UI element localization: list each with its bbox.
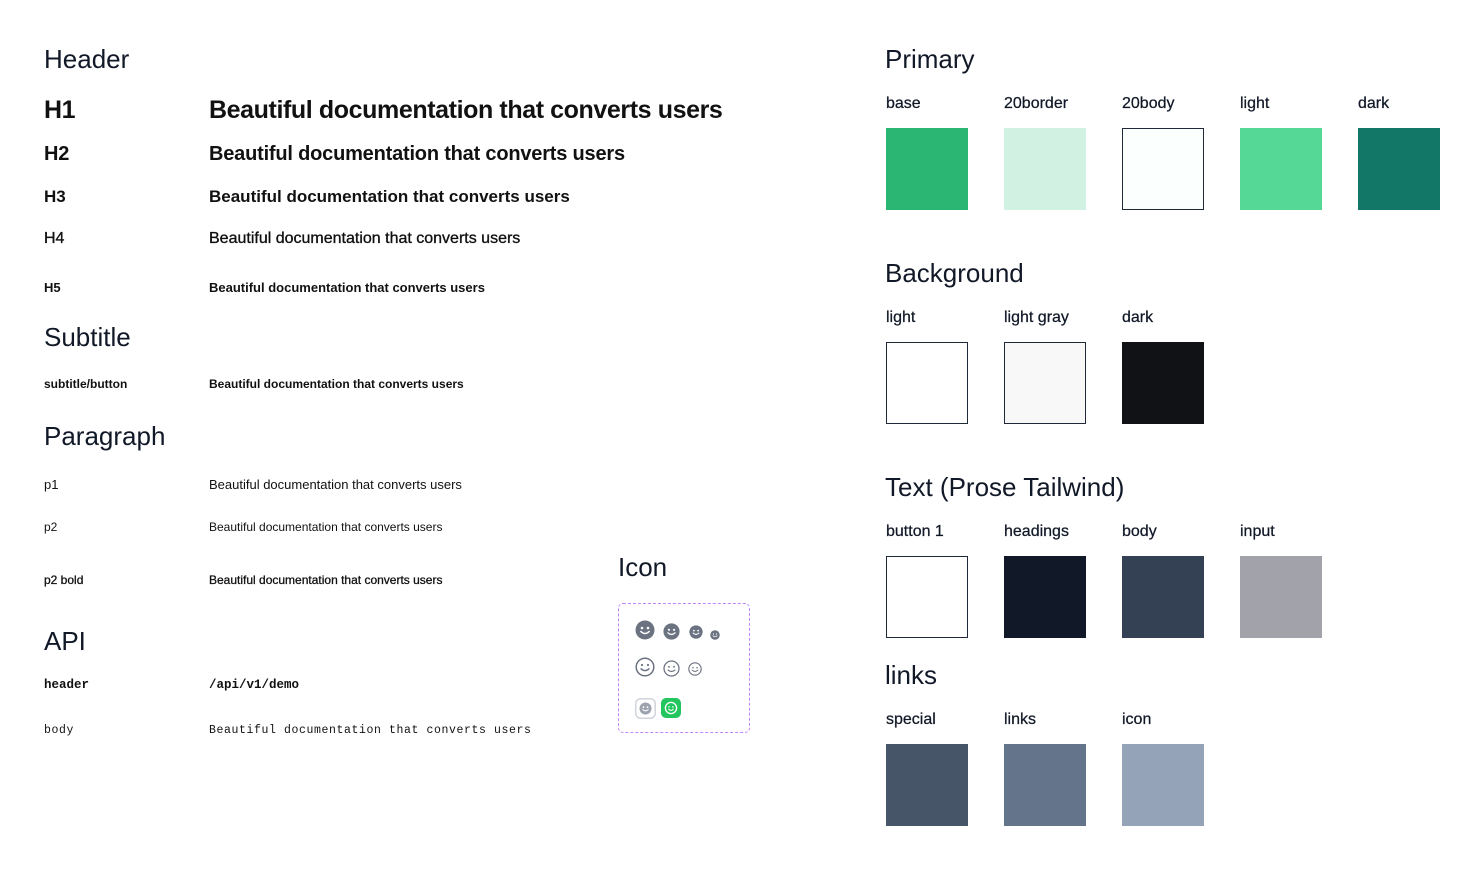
p2-label: p2 [44, 520, 58, 534]
h3-sample: Beautiful documentation that converts us… [209, 187, 570, 206]
subtitle-button-label: subtitle/button [44, 377, 128, 391]
smile-badge-green-icon [661, 698, 681, 718]
text-body-swatch [1122, 556, 1204, 638]
primary-20border-label: 20border [1004, 95, 1069, 112]
header-section-title: Header [44, 44, 130, 74]
links-special-label: special [886, 711, 936, 728]
text-button1-label: button 1 [886, 523, 944, 540]
p1-label: p1 [44, 477, 59, 492]
api-header-label: header [44, 678, 90, 692]
background-light-gray-label: light gray [1004, 309, 1069, 326]
primary-20border-swatch [1004, 128, 1086, 210]
text-headings-label: headings [1004, 523, 1069, 540]
smile-filled-icon [663, 623, 680, 640]
smile-filled-icon [689, 625, 703, 639]
background-section-title: Background [885, 258, 1024, 288]
links-special-swatch [886, 744, 968, 826]
api-header-sample: /api/v1/demo [209, 678, 300, 692]
links-links-swatch [1004, 744, 1086, 826]
text-input-label: input [1240, 523, 1275, 540]
h5-sample: Beautiful documentation that converts us… [209, 280, 485, 295]
h3-label: H3 [44, 187, 66, 206]
h1-sample: Beautiful documentation that converts us… [209, 96, 723, 124]
links-icon-swatch [1122, 744, 1204, 826]
background-dark-label: dark [1122, 309, 1154, 326]
smile-filled-icon [635, 620, 655, 640]
api-body-label: body [44, 724, 75, 737]
api-section-title: API [44, 626, 86, 656]
h4-sample: Beautiful documentation that converts us… [209, 230, 521, 247]
icon-section-title: Icon [618, 552, 668, 582]
primary-light-swatch [1240, 128, 1322, 210]
text-body-label: body [1122, 523, 1157, 540]
p1-sample: Beautiful documentation that converts us… [209, 477, 462, 492]
api-body-sample: Beautiful documentation that converts us… [209, 724, 532, 737]
primary-dark-swatch [1358, 128, 1440, 210]
background-light-gray-swatch [1004, 342, 1086, 424]
smile-outline-icon [635, 657, 655, 677]
smile-outline-icon [688, 662, 702, 676]
text-headings-swatch [1004, 556, 1086, 638]
h2-label: H2 [44, 143, 70, 165]
text-section-title: Text (Prose Tailwind) [885, 472, 1125, 502]
primary-dark-label: dark [1358, 95, 1390, 112]
primary-light-label: light [1240, 95, 1270, 112]
background-light-swatch [886, 342, 968, 424]
h1-label: H1 [44, 96, 76, 124]
h4-label: H4 [44, 230, 65, 247]
primary-section-title: Primary [885, 44, 975, 74]
p2-bold-label: p2 bold [44, 573, 84, 587]
p2-bold-sample: Beautiful documentation that converts us… [209, 573, 443, 587]
h2-sample: Beautiful documentation that converts us… [209, 143, 625, 165]
smile-outline-icon [663, 660, 680, 677]
paragraph-section-title: Paragraph [44, 421, 166, 451]
subtitle-button-sample: Beautiful documentation that converts us… [209, 377, 464, 391]
h5-label: H5 [44, 280, 61, 295]
text-button1-swatch [886, 556, 968, 638]
links-links-label: links [1004, 711, 1037, 728]
primary-20body-label: 20body [1122, 95, 1175, 112]
primary-20body-swatch [1122, 128, 1204, 210]
text-input-swatch [1240, 556, 1322, 638]
icon-variants-frame [618, 603, 750, 733]
subtitle-section-title: Subtitle [44, 322, 131, 352]
primary-base-label: base [886, 95, 921, 112]
links-section-title: links [885, 660, 938, 690]
background-light-label: light [886, 309, 916, 326]
smile-badge-gray-icon [635, 698, 656, 719]
smile-filled-icon [710, 630, 720, 640]
links-icon-label: icon [1122, 711, 1152, 728]
p2-sample: Beautiful documentation that converts us… [209, 520, 443, 534]
background-dark-swatch [1122, 342, 1204, 424]
primary-base-swatch [886, 128, 968, 210]
